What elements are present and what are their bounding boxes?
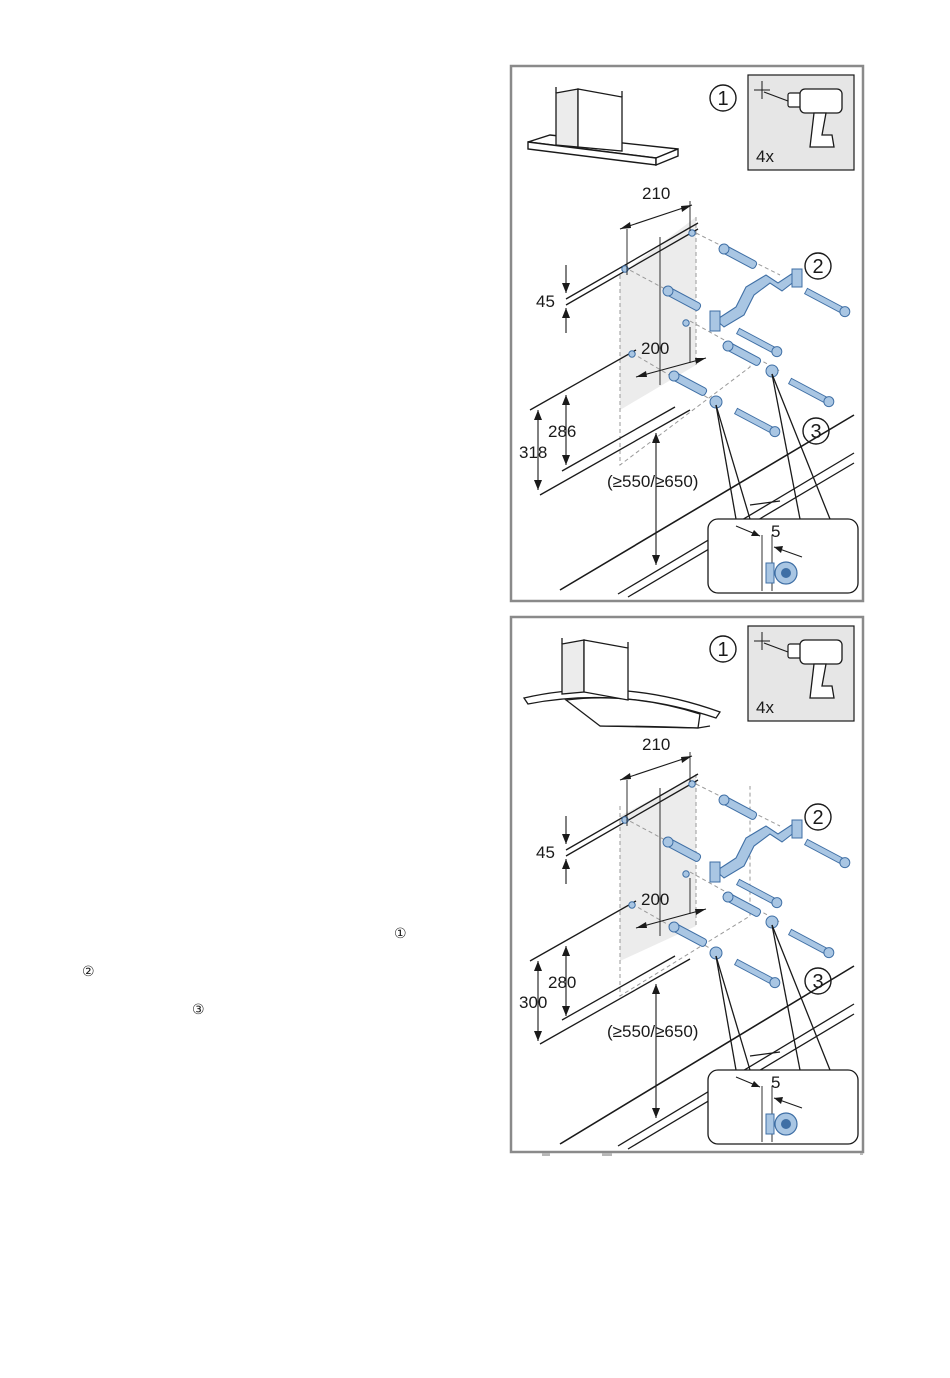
dim-top-height: 45	[536, 292, 555, 311]
dim-lower-outer: 318	[519, 443, 547, 462]
drill-count: 4x	[756, 147, 774, 166]
callout-2: 2	[812, 256, 823, 278]
dim-top-width: 210	[642, 735, 670, 754]
dim-middle-width: 200	[641, 339, 669, 358]
drill-panel: 4x	[748, 626, 854, 721]
detail-inset: 5	[708, 1070, 858, 1144]
dim-top-height: 45	[536, 843, 555, 862]
detail-inset: 5	[708, 519, 858, 593]
dim-lower-inner: 280	[548, 973, 576, 992]
dim-top-width: 210	[642, 184, 670, 203]
callout-2: 2	[812, 807, 823, 829]
diagram-svg: 4x 1 2 3	[510, 65, 864, 602]
step-marker-2: ②	[82, 964, 95, 980]
diagram-svg: 4x 1 2 3	[510, 616, 864, 1153]
dim-lower-outer: 300	[519, 993, 547, 1012]
drill-count: 4x	[756, 698, 774, 717]
detail-gap: 5	[771, 522, 780, 541]
drill-panel: 4x	[748, 75, 854, 170]
mounting-diagram-2: 4x 1 2 3	[510, 616, 864, 1153]
dim-distance-label: (≥550/≥650)	[607, 1022, 698, 1041]
cropped-caption-remnant	[510, 1153, 864, 1157]
step-marker-3: ③	[192, 1002, 205, 1018]
dim-middle-width: 200	[641, 890, 669, 909]
step-marker-1: ①	[394, 926, 407, 942]
dim-lower-inner: 286	[548, 422, 576, 441]
detail-gap: 5	[771, 1073, 780, 1092]
mounting-diagram-1: 4x 1 2 3	[510, 65, 864, 602]
callout-1: 1	[717, 639, 728, 661]
dim-distance-label: (≥550/≥650)	[607, 472, 698, 491]
callout-1: 1	[717, 88, 728, 110]
